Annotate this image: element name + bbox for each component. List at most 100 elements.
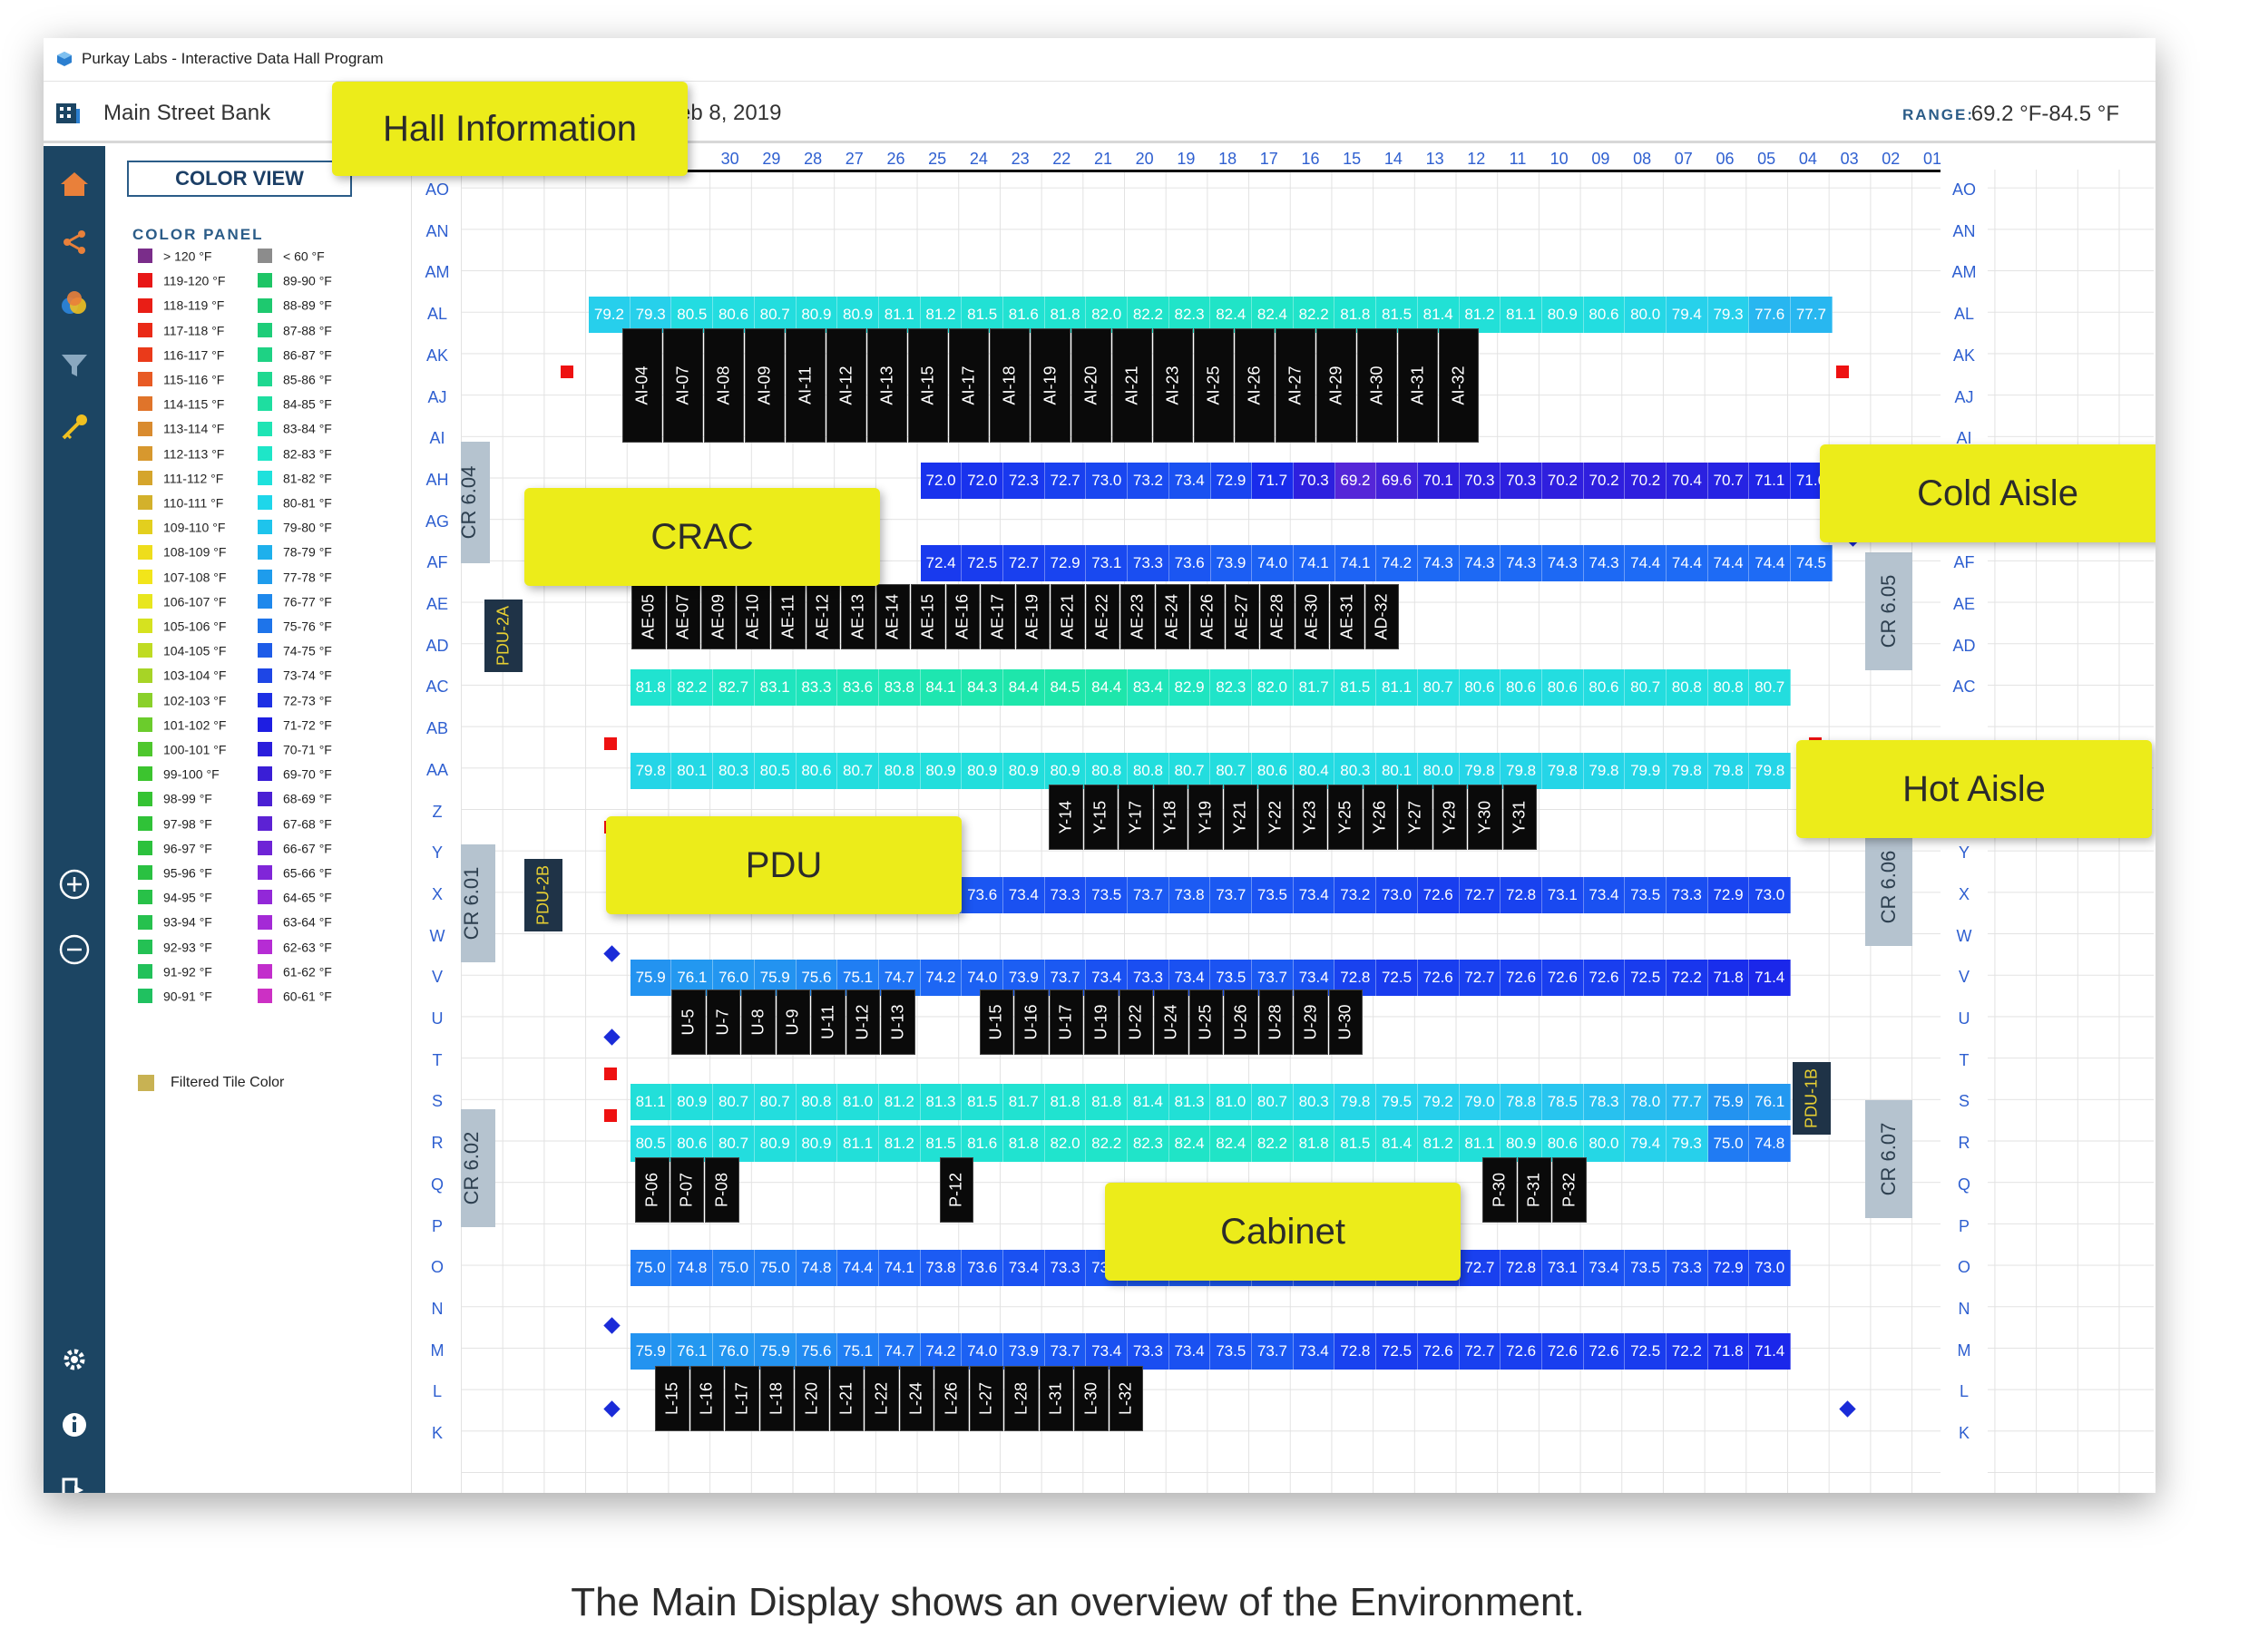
temperature-tile[interactable]: 79.8 bbox=[1541, 752, 1584, 789]
pdu-unit[interactable]: PDU-2B bbox=[524, 859, 562, 931]
temperature-tile[interactable]: 73.1 bbox=[1541, 876, 1584, 913]
temperature-tile[interactable]: 75.1 bbox=[837, 1332, 879, 1370]
temperature-tile[interactable]: 73.5 bbox=[1210, 1332, 1253, 1370]
temperature-tile[interactable]: 74.2 bbox=[1376, 545, 1418, 582]
temperature-tile[interactable]: 76.1 bbox=[671, 1332, 714, 1370]
temperature-tile[interactable]: 80.4 bbox=[1293, 752, 1335, 789]
cabinet[interactable]: AE-15 bbox=[911, 584, 945, 649]
temperature-tile[interactable]: 81.8 bbox=[1002, 1126, 1045, 1163]
temperature-tile[interactable]: 72.7 bbox=[1459, 1332, 1501, 1370]
temperature-tile[interactable]: 73.0 bbox=[1086, 462, 1129, 499]
temperature-tile[interactable]: 81.7 bbox=[1002, 1084, 1045, 1121]
temperature-tile[interactable]: 84.5 bbox=[1044, 669, 1087, 707]
temperature-tile[interactable]: 73.8 bbox=[920, 1250, 963, 1287]
cabinet[interactable]: Y-23 bbox=[1293, 784, 1327, 850]
temperature-tile[interactable]: 81.1 bbox=[1501, 297, 1542, 334]
temperature-tile[interactable]: 80.9 bbox=[837, 297, 879, 334]
temperature-tile[interactable]: 73.3 bbox=[1044, 1250, 1087, 1287]
temperature-tile[interactable]: 75.9 bbox=[754, 1332, 797, 1370]
temperature-tile[interactable]: 80.7 bbox=[713, 1084, 755, 1121]
temperature-tile[interactable]: 72.5 bbox=[1376, 960, 1418, 997]
temperature-tile[interactable]: 81.1 bbox=[837, 1126, 879, 1163]
temperature-tile[interactable]: 74.4 bbox=[1625, 545, 1667, 582]
temperature-tile[interactable]: 73.3 bbox=[1128, 545, 1169, 582]
temperature-tile[interactable]: 79.2 bbox=[589, 297, 631, 334]
temperature-tile[interactable]: 81.4 bbox=[1128, 1084, 1169, 1121]
temperature-tile[interactable]: 74.2 bbox=[920, 1332, 963, 1370]
cabinet[interactable]: AI-19 bbox=[1031, 327, 1070, 443]
temperature-tile[interactable]: 72.8 bbox=[1501, 1250, 1542, 1287]
temperature-tile[interactable]: 80.9 bbox=[671, 1084, 714, 1121]
cabinet[interactable]: U-30 bbox=[1328, 990, 1363, 1055]
cabinet[interactable]: AI-13 bbox=[867, 327, 907, 443]
temperature-tile[interactable]: 80.6 bbox=[796, 752, 838, 789]
temperature-tile[interactable]: 79.8 bbox=[1583, 752, 1626, 789]
cabinet[interactable]: U-22 bbox=[1119, 990, 1153, 1055]
temperature-tile[interactable]: 72.2 bbox=[1666, 1332, 1708, 1370]
cabinet[interactable]: Y-27 bbox=[1398, 784, 1432, 850]
cabinet[interactable]: L-31 bbox=[1039, 1366, 1073, 1432]
temperature-tile[interactable]: 73.0 bbox=[1749, 1250, 1792, 1287]
cabinet[interactable]: AI-23 bbox=[1153, 327, 1193, 443]
temperature-tile[interactable]: 81.2 bbox=[920, 297, 963, 334]
temperature-tile[interactable]: 83.4 bbox=[1128, 669, 1169, 707]
temperature-tile[interactable]: 74.4 bbox=[1667, 545, 1708, 582]
temperature-tile[interactable]: 72.8 bbox=[1501, 876, 1542, 913]
cabinet[interactable]: L-26 bbox=[934, 1366, 969, 1432]
cabinet[interactable]: AI-15 bbox=[908, 327, 948, 443]
temperature-tile[interactable]: 81.1 bbox=[1459, 1126, 1501, 1163]
temperature-tile[interactable]: 72.9 bbox=[1044, 545, 1087, 582]
cabinet[interactable]: AE-28 bbox=[1260, 584, 1295, 649]
temperature-tile[interactable]: 73.4 bbox=[1002, 876, 1045, 913]
temperature-tile[interactable]: 81.6 bbox=[962, 1126, 1003, 1163]
cabinet[interactable]: P-31 bbox=[1517, 1156, 1551, 1223]
temperature-tile[interactable]: 81.3 bbox=[920, 1084, 963, 1121]
cabinet[interactable]: U-25 bbox=[1188, 990, 1223, 1055]
crac-unit[interactable]: CR 6.05 bbox=[1865, 552, 1912, 670]
temperature-tile[interactable]: 81.0 bbox=[837, 1084, 879, 1121]
temperature-tile[interactable]: 81.5 bbox=[1376, 297, 1418, 334]
temperature-tile[interactable]: 79.8 bbox=[1707, 752, 1750, 789]
temperature-tile[interactable]: 80.7 bbox=[754, 297, 797, 334]
cabinet[interactable]: AI-26 bbox=[1235, 327, 1275, 443]
temperature-tile[interactable]: 73.7 bbox=[1252, 1332, 1294, 1370]
temperature-tile[interactable]: 78.3 bbox=[1583, 1084, 1626, 1121]
temperature-tile[interactable]: 72.5 bbox=[1376, 1332, 1418, 1370]
temperature-tile[interactable]: 74.3 bbox=[1583, 545, 1626, 582]
cabinet[interactable]: Y-30 bbox=[1468, 784, 1502, 850]
temperature-tile[interactable]: 72.8 bbox=[1334, 1332, 1377, 1370]
temperature-tile[interactable]: 70.2 bbox=[1542, 462, 1584, 499]
temperature-tile[interactable]: 74.1 bbox=[1293, 545, 1335, 582]
temperature-tile[interactable]: 80.7 bbox=[1625, 669, 1667, 707]
temperature-tile[interactable]: 70.2 bbox=[1625, 462, 1667, 499]
temperature-tile[interactable]: 80.5 bbox=[630, 1126, 672, 1163]
temperature-tile[interactable]: 81.8 bbox=[1293, 1126, 1335, 1163]
temperature-tile[interactable]: 79.9 bbox=[1625, 752, 1667, 789]
cabinet[interactable]: U-19 bbox=[1084, 990, 1119, 1055]
temperature-tile[interactable]: 82.4 bbox=[1210, 1126, 1253, 1163]
cabinet[interactable]: Y-22 bbox=[1258, 784, 1293, 850]
temperature-tile[interactable]: 75.6 bbox=[796, 1332, 838, 1370]
key-icon[interactable] bbox=[58, 411, 91, 444]
pdu-unit[interactable]: PDU-1B bbox=[1793, 1062, 1831, 1135]
temperature-tile[interactable]: 82.3 bbox=[1128, 1126, 1169, 1163]
cabinet[interactable]: AE-26 bbox=[1190, 584, 1225, 649]
temperature-tile[interactable]: 80.6 bbox=[1541, 1126, 1584, 1163]
temperature-tile[interactable]: 73.1 bbox=[1541, 1250, 1584, 1287]
cabinet[interactable]: P-12 bbox=[939, 1156, 973, 1223]
temperature-tile[interactable]: 73.3 bbox=[1666, 1250, 1708, 1287]
temperature-tile[interactable]: 80.7 bbox=[1417, 669, 1460, 707]
temperature-tile[interactable]: 80.1 bbox=[1376, 752, 1418, 789]
temperature-tile[interactable]: 73.6 bbox=[962, 1250, 1003, 1287]
temperature-tile[interactable]: 82.0 bbox=[1044, 1126, 1087, 1163]
temperature-tile[interactable]: 75.9 bbox=[1707, 1084, 1750, 1121]
temperature-tile[interactable]: 72.0 bbox=[962, 462, 1004, 499]
temperature-tile[interactable]: 74.0 bbox=[1252, 545, 1294, 582]
cabinet[interactable]: AE-05 bbox=[631, 584, 666, 649]
temperature-tile[interactable]: 81.3 bbox=[1168, 1084, 1211, 1121]
temperature-tile[interactable]: 82.2 bbox=[1252, 1126, 1294, 1163]
temperature-tile[interactable]: 78.0 bbox=[1625, 1084, 1667, 1121]
temperature-tile[interactable]: 72.5 bbox=[1625, 1332, 1667, 1370]
temperature-tile[interactable]: 73.3 bbox=[1666, 876, 1708, 913]
